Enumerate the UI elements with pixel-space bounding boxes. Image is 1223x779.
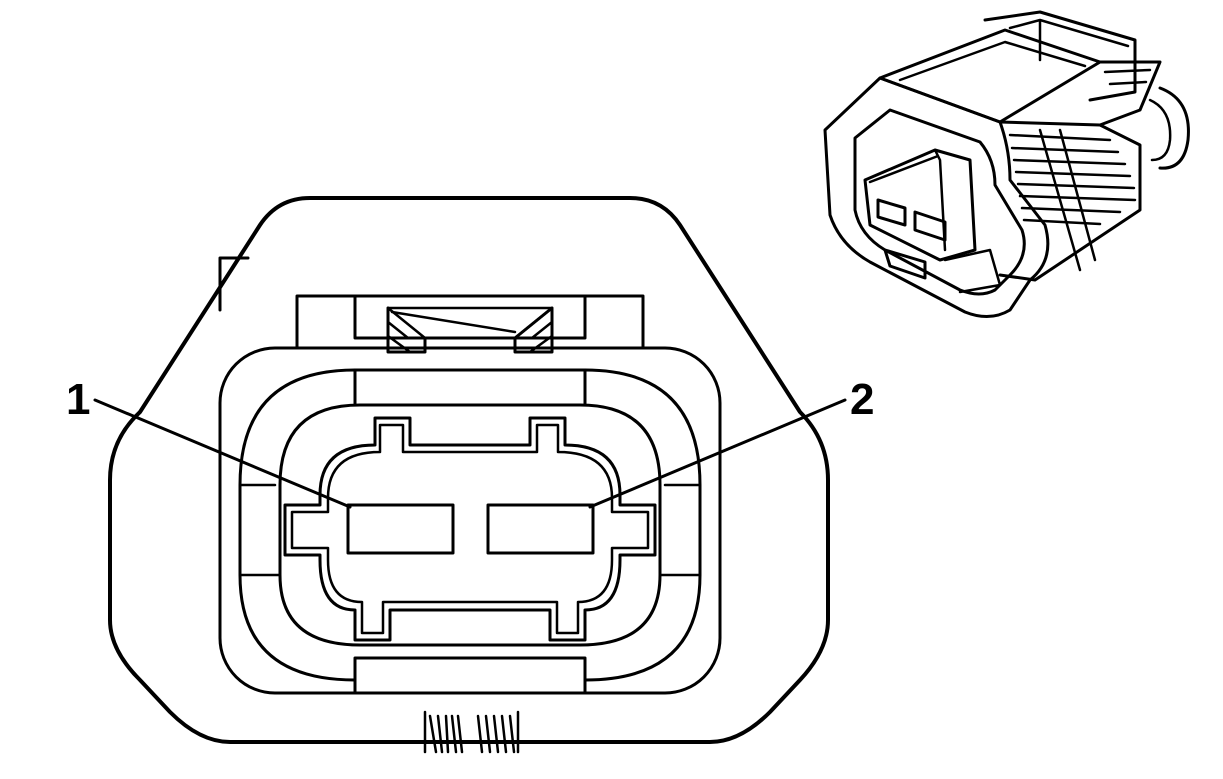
housing-outline [108, 196, 830, 744]
iso-ribs [1008, 128, 1137, 272]
iso-front-face [823, 76, 1050, 318]
seal-bottom-bar [353, 656, 587, 694]
iso-top-face-inner [898, 40, 1087, 82]
leader-line-2 [588, 398, 847, 509]
iso-pin-cavity-1 [876, 198, 907, 227]
iso-latch [1098, 60, 1162, 127]
lock-ramp-right [513, 306, 554, 354]
connector-isometric-view [823, 10, 1190, 318]
callout-2: 2 [850, 375, 874, 424]
iso-lower-lip [883, 248, 927, 280]
lock-housing [295, 294, 645, 350]
iso-rear-block [983, 10, 1137, 102]
iso-pin-cavity-2 [913, 210, 947, 242]
leader-line-1 [93, 398, 352, 509]
terminal-cavity-inner [290, 423, 650, 635]
iso-wire-boot [1158, 86, 1190, 170]
callout-1: 1 [66, 375, 90, 424]
iso-lower-lip-2 [943, 248, 1002, 294]
side-latch-tab [218, 256, 250, 312]
pin-cavity-1 [346, 503, 455, 555]
lock-ramp-center [386, 306, 554, 334]
iso-front-rim [853, 108, 1026, 296]
iso-pin-insert [863, 148, 977, 262]
iso-latch-detail [1103, 68, 1152, 86]
seal-ring-side-left [238, 483, 282, 577]
terminal-cavity [283, 416, 657, 642]
seal-ring-side-right [658, 483, 702, 577]
lock-window [353, 294, 587, 340]
pin-cavity-2 [486, 503, 595, 555]
wire-exit [423, 710, 520, 754]
seal-ring [238, 368, 702, 682]
seal-outer [218, 346, 722, 695]
seal-top-bar [353, 368, 587, 406]
iso-wire-boot-inner [1148, 98, 1172, 162]
iso-rear-block-edge [1008, 18, 1130, 62]
seal-inner-contour [278, 403, 662, 647]
connector-face-view: 1 2 [66, 196, 874, 754]
